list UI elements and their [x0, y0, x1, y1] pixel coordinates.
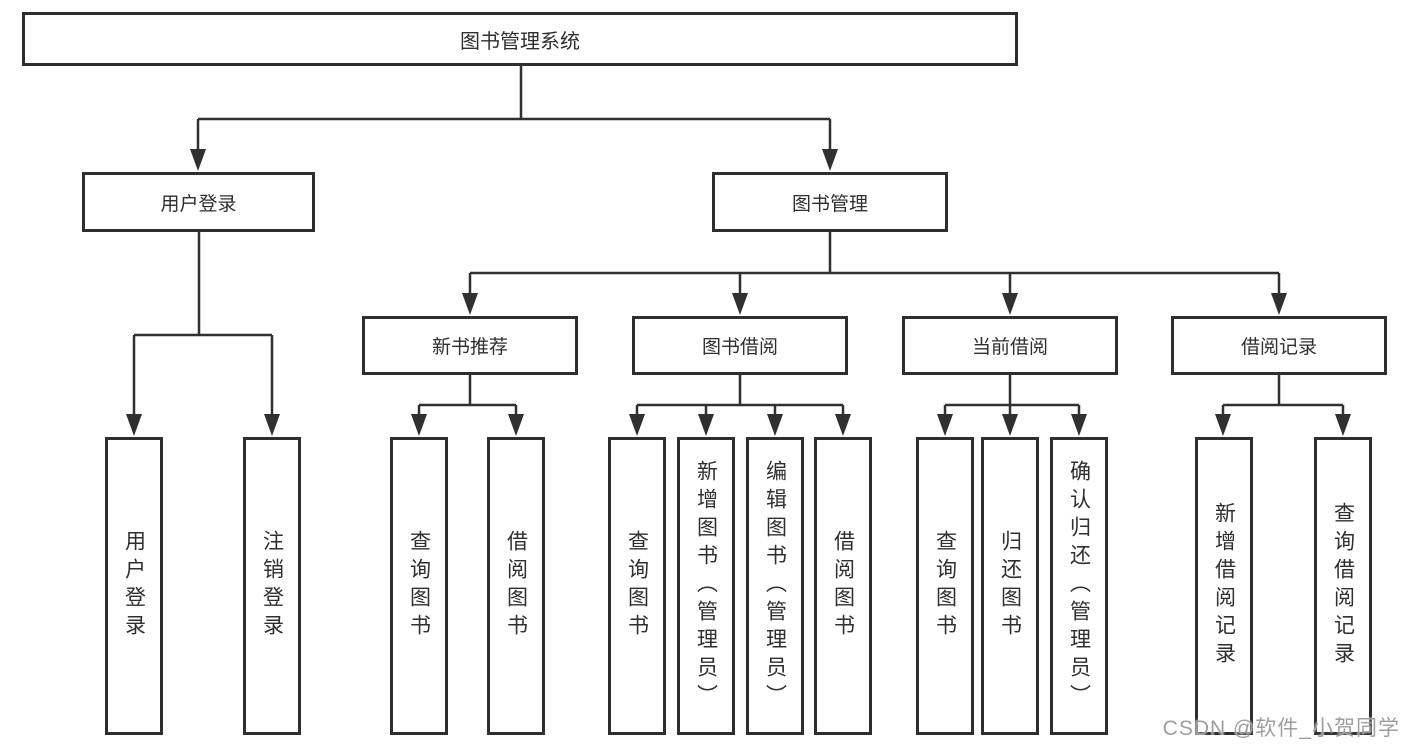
arrow-down-icon: [126, 414, 142, 436]
leaf-label: 新增图书（管理员）: [694, 460, 718, 712]
leaf-label: 借阅图书: [831, 530, 855, 642]
leaf-user-login: 用户登录: [105, 437, 163, 735]
connector-book-borrow-children: [635, 375, 845, 419]
connector-arrowheads: [126, 149, 1351, 436]
connector-new-book-recommend-children: [417, 375, 518, 419]
leaf-query-books-1: 查询图书: [390, 437, 448, 735]
leaf-query-books-3: 查询图书: [916, 437, 974, 735]
connector-current-borrow-children: [943, 375, 1081, 419]
leaf-label: 注销登录: [260, 530, 284, 642]
leaf-label: 归还图书: [998, 530, 1022, 642]
leaf-label: 查询图书: [933, 530, 957, 642]
leaf-label: 查询图书: [407, 530, 431, 642]
arrow-down-icon: [732, 293, 748, 315]
leaf-logout: 注销登录: [243, 437, 301, 735]
leaf-return-books: 归还图书: [981, 437, 1039, 735]
arrow-down-icon: [1071, 414, 1087, 436]
leaf-label: 确认归还（管理员）: [1067, 460, 1091, 712]
node-borrow-records: 借阅记录: [1171, 316, 1387, 375]
node-current-borrow: 当前借阅: [902, 316, 1118, 375]
leaf-add-books-admin: 新增图书（管理员）: [677, 437, 735, 735]
node-user-login: 用户登录: [82, 172, 315, 232]
arrow-down-icon: [190, 149, 206, 171]
leaf-label: 查询图书: [625, 530, 649, 642]
arrow-down-icon: [1002, 293, 1018, 315]
node-book-borrow: 图书借阅: [632, 316, 848, 375]
arrow-down-icon: [629, 414, 645, 436]
arrow-down-icon: [767, 414, 783, 436]
arrow-down-icon: [937, 414, 953, 436]
leaf-borrow-books-2: 借阅图书: [814, 437, 872, 735]
leaf-borrow-books-1: 借阅图书: [487, 437, 545, 735]
leaf-label: 用户登录: [122, 530, 146, 642]
node-library-management-system: 图书管理系统: [22, 12, 1018, 66]
arrow-down-icon: [1335, 414, 1351, 436]
leaf-label: 借阅图书: [504, 530, 528, 642]
leaf-label: 编辑图书（管理员）: [763, 460, 787, 712]
arrow-down-icon: [1215, 414, 1231, 436]
connector-borrow-records-children: [1221, 375, 1345, 419]
arrow-down-icon: [698, 414, 714, 436]
leaf-confirm-return-admin: 确认归还（管理员）: [1050, 437, 1108, 735]
arrow-down-icon: [508, 414, 524, 436]
leaf-query-books-2: 查询图书: [608, 437, 666, 735]
leaf-edit-books-admin: 编辑图书（管理员）: [746, 437, 804, 735]
arrow-down-icon: [835, 414, 851, 436]
leaf-add-borrow-record: 新增借阅记录: [1195, 437, 1253, 735]
arrow-down-icon: [1002, 414, 1018, 436]
arrow-down-icon: [822, 149, 838, 171]
connector-book-management-children: [468, 232, 1281, 296]
node-book-management: 图书管理: [712, 172, 948, 232]
connector-user-login-children: [132, 232, 274, 419]
watermark: CSDN @软件_小贺同学: [1162, 717, 1400, 740]
arrow-down-icon: [462, 293, 478, 315]
node-new-book-recommend: 新书推荐: [362, 316, 578, 375]
arrow-down-icon: [264, 414, 280, 436]
arrow-down-icon: [411, 414, 427, 436]
connector-lines: [132, 66, 1345, 419]
arrow-down-icon: [1271, 293, 1287, 315]
leaf-label: 查询借阅记录: [1331, 502, 1355, 670]
connector-root-to-level2: [196, 66, 832, 154]
leaf-label: 新增借阅记录: [1212, 502, 1236, 670]
leaf-query-borrow-record: 查询借阅记录: [1314, 437, 1372, 735]
